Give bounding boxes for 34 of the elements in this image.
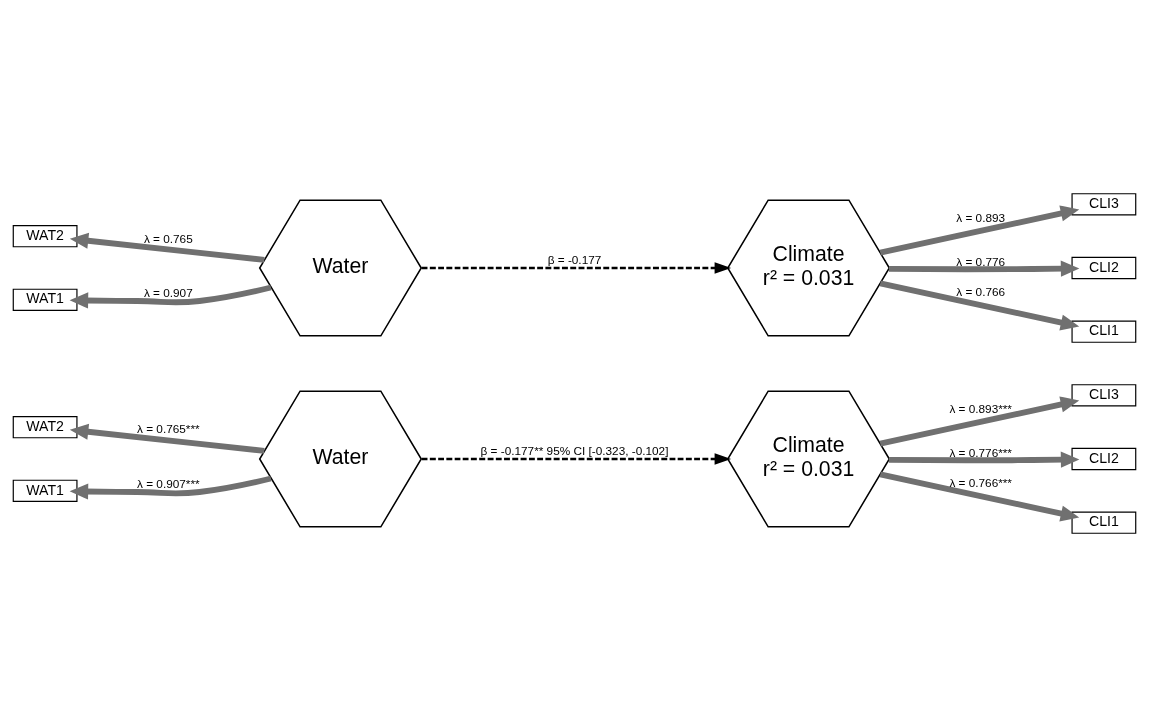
node-box: WAT1 xyxy=(12,288,78,312)
arrow xyxy=(69,284,272,309)
edge-label: β = -0.177** 95% CI [-0.323, -0.102] xyxy=(480,444,669,458)
edge-label: λ = 0.765 xyxy=(143,232,193,246)
edge-label: β = -0.177 xyxy=(547,253,602,267)
edge-label: λ = 0.765*** xyxy=(137,422,200,436)
arrow xyxy=(69,232,265,263)
arrow xyxy=(421,453,732,465)
edge-label: λ = 0.776*** xyxy=(949,445,1012,459)
node-box: CLI3 xyxy=(1071,384,1137,407)
edge-label: λ = 0.766*** xyxy=(949,476,1012,490)
edge-label: λ = 0.766 xyxy=(956,285,1006,299)
edge-label: λ = 0.893 xyxy=(956,211,1006,225)
arrow xyxy=(421,262,732,274)
node-box: WAT1 xyxy=(12,479,78,503)
node-box: CLI3 xyxy=(1071,193,1137,216)
node-box: WAT2 xyxy=(12,224,78,248)
node-box: CLI1 xyxy=(1071,511,1137,534)
arrow xyxy=(69,423,265,454)
edge-label: λ = 0.893*** xyxy=(949,402,1012,416)
node-box: CLI1 xyxy=(1071,320,1137,343)
arrow xyxy=(879,280,1080,331)
arrow xyxy=(879,396,1080,447)
arrow xyxy=(879,205,1080,256)
node-box: WAT2 xyxy=(12,415,78,439)
edge-label: λ = 0.907 xyxy=(143,286,193,300)
node-box: CLI2 xyxy=(1071,256,1137,280)
arrow xyxy=(69,475,272,500)
arrow xyxy=(879,471,1080,522)
edge-label: λ = 0.776 xyxy=(956,254,1006,268)
arrow xyxy=(888,451,1080,468)
edge-label: λ = 0.907*** xyxy=(137,477,200,491)
arrow xyxy=(888,260,1080,277)
node-box: CLI2 xyxy=(1071,447,1137,471)
